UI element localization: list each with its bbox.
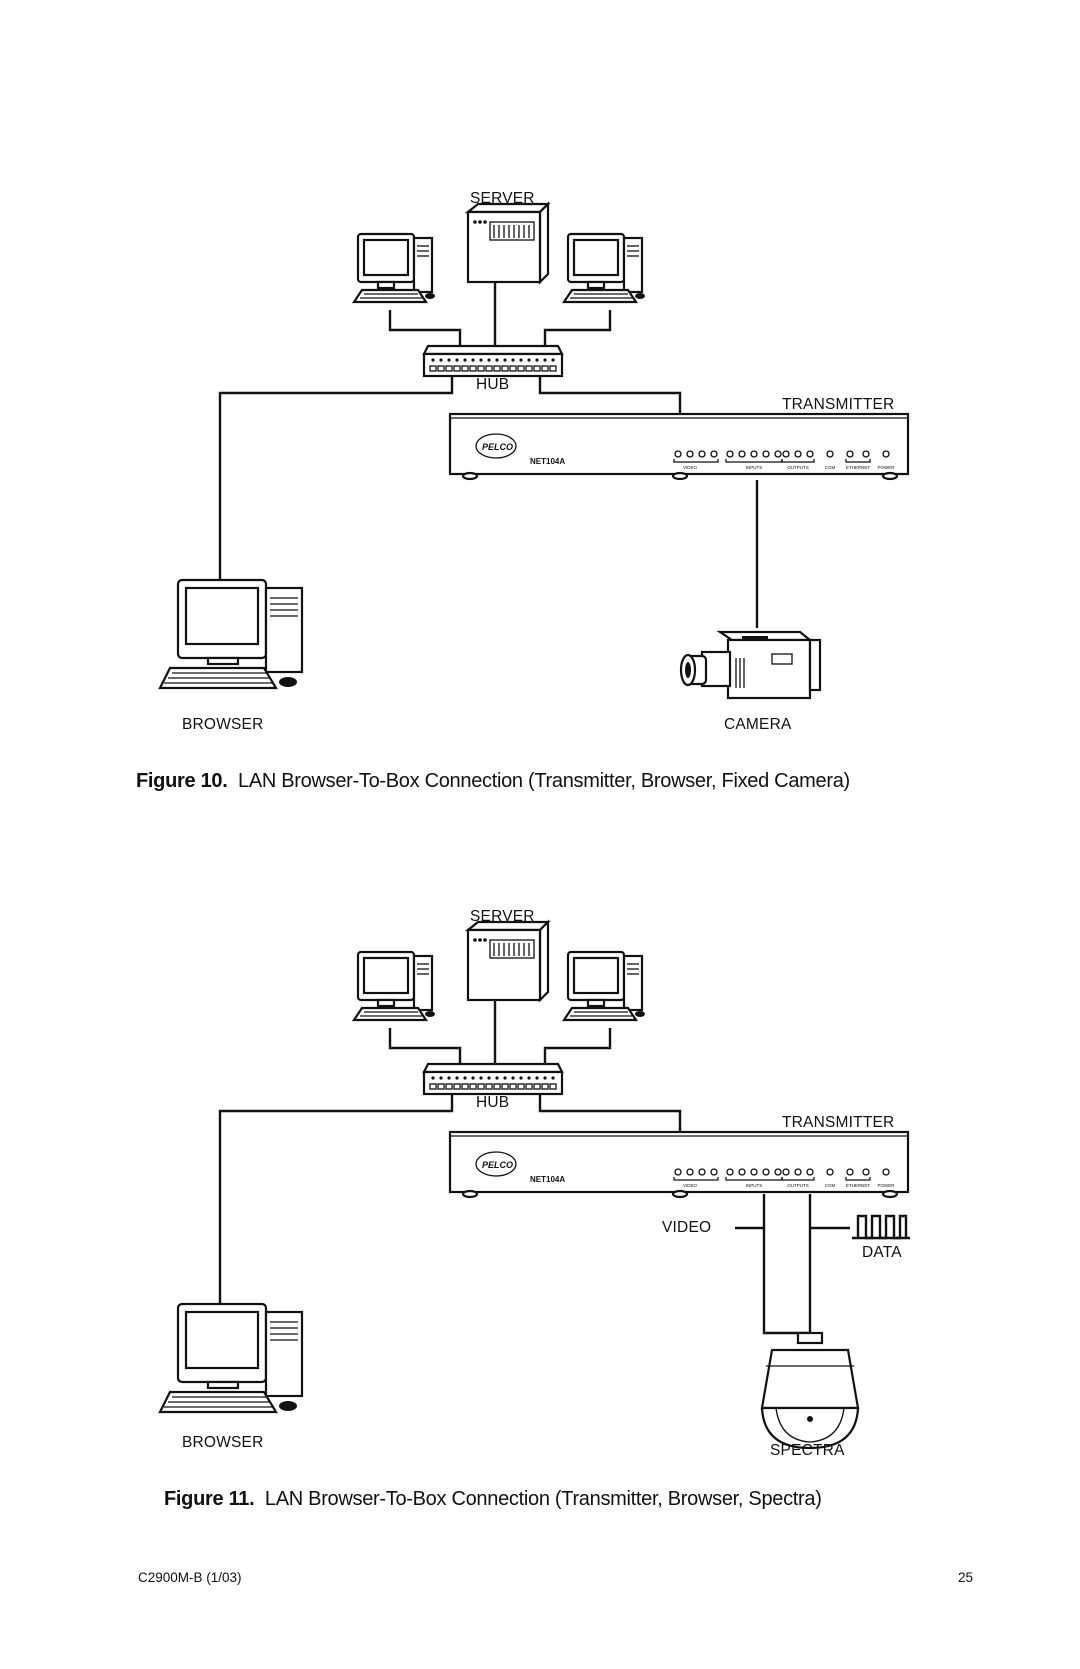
fixed-camera-icon (679, 630, 822, 700)
browser-label: BROWSER (182, 1434, 264, 1451)
server-icon (464, 201, 551, 285)
transmitter-label: TRANSMITTER (782, 396, 895, 413)
browser-computer-icon (158, 1302, 304, 1414)
browser-label: BROWSER (182, 716, 264, 733)
server-label: SERVER (470, 908, 535, 925)
spectra-dome-camera-icon (760, 1331, 860, 1450)
port-label-inputs: INPUTS (746, 1183, 763, 1188)
transmitter-icon (448, 1130, 910, 1199)
browser-computer-icon (158, 578, 304, 690)
figure-11-number: Figure 11. (164, 1488, 255, 1510)
workstation-right-icon (561, 950, 645, 1022)
transmitter-brand-logo: PELCO (482, 1160, 513, 1170)
port-label-inputs: INPUTS (746, 465, 763, 470)
figure-11-diagram: PELCO NET104A VIDEO INPUTS OUTPUTS COM E… (158, 919, 910, 1450)
video-label: VIDEO (662, 1219, 712, 1236)
figure-11: PELCO NET104A VIDEO INPUTS OUTPUTS COM E… (0, 888, 1080, 1530)
data-label: DATA (862, 1244, 902, 1261)
port-label-power: POWER (877, 465, 895, 470)
hub-icon (422, 1062, 564, 1096)
port-label-com: COM (825, 1183, 836, 1188)
port-label-outputs: OUTPUTS (787, 465, 809, 470)
camera-label: CAMERA (724, 716, 792, 733)
figure-10-diagram: PELCO NET104A VIDEO INPUTS OUTPUTS COM E… (158, 201, 910, 700)
port-label-video: VIDEO (683, 465, 698, 470)
pelco-logo-ring (475, 1151, 517, 1177)
figure-10-caption: Figure 10. LAN Browser-To-Box Connection… (136, 770, 850, 793)
port-label-ethernet: ETHERNET (846, 465, 871, 470)
port-label-outputs: OUTPUTS (787, 1183, 809, 1188)
document-id: C2900M-B (1/03) (138, 1570, 242, 1585)
page-number: 25 (958, 1570, 974, 1585)
server-icon (464, 919, 551, 1003)
workstation-left-icon (351, 950, 435, 1022)
figure-10-number: Figure 10. (136, 770, 228, 792)
hub-label: HUB (476, 376, 510, 393)
transmitter-brand-logo: PELCO (482, 442, 513, 452)
hub-label: HUB (476, 1094, 510, 1111)
data-waveform-icon (852, 1214, 910, 1240)
figure-11-caption: Figure 11. LAN Browser-To-Box Connection… (164, 1488, 822, 1511)
spectra-label: SPECTRA (770, 1442, 845, 1459)
workstation-left-icon (351, 232, 435, 304)
workstation-right-icon (561, 232, 645, 304)
figure-10-caption-text: LAN Browser-To-Box Connection (Transmitt… (238, 770, 850, 792)
transmitter-model: NET104A (530, 1175, 565, 1184)
transmitter-label: TRANSMITTER (782, 1114, 895, 1131)
connection-lines (218, 988, 850, 1335)
figure-11-caption-text: LAN Browser-To-Box Connection (Transmitt… (264, 1488, 822, 1510)
port-label-power: POWER (877, 1183, 895, 1188)
hub-icon (422, 344, 564, 378)
pelco-logo-ring (475, 433, 517, 459)
transmitter-icon (448, 412, 910, 481)
port-label-ethernet: ETHERNET (846, 1183, 871, 1188)
figure-10: PELCO NET104A VIDEO INPUTS OUTPUTS COM E… (0, 170, 1080, 793)
port-label-com: COM (825, 465, 836, 470)
transmitter-model: NET104A (530, 457, 565, 466)
server-label: SERVER (470, 190, 535, 207)
port-label-video: VIDEO (683, 1183, 698, 1188)
